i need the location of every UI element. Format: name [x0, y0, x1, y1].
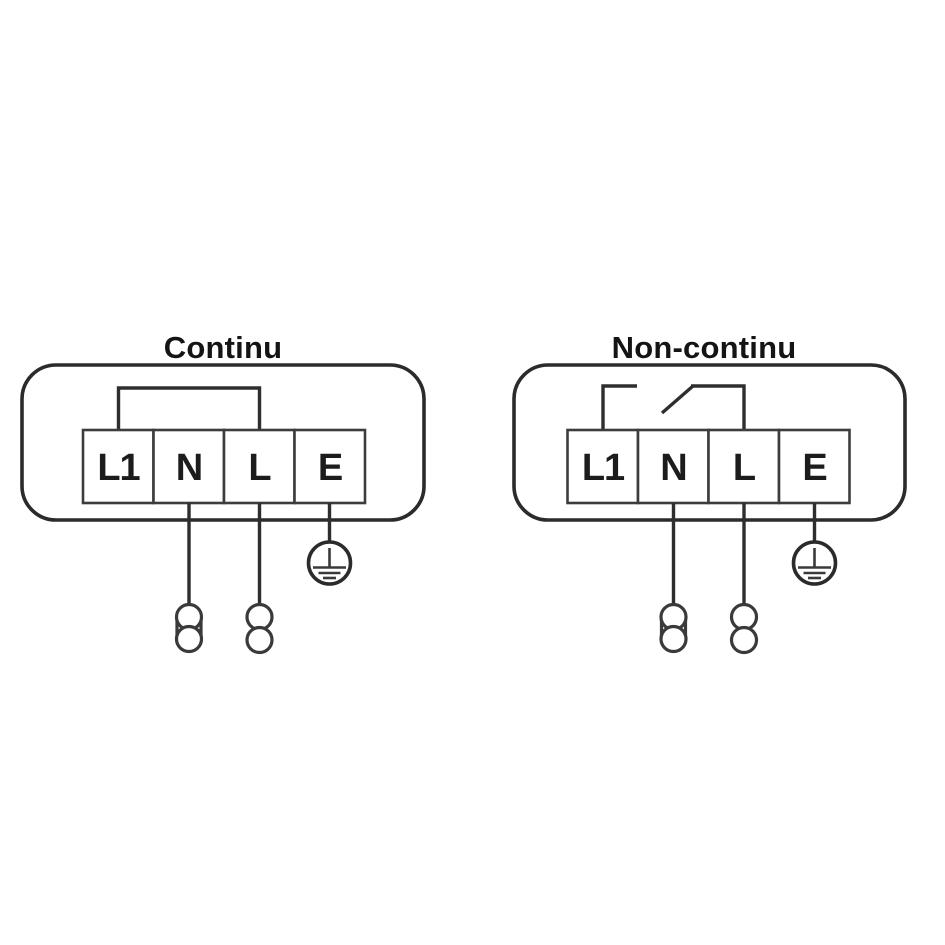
inline-linked-connector-l-continu[interactable] [245, 602, 274, 655]
terminal-label-l-continu: L [248, 447, 271, 489]
switch-right-pole-non-continu [691, 384, 746, 430]
terminal-cell-e-non-continu[interactable] [777, 428, 851, 505]
earth-ground-icon-continu [306, 540, 353, 586]
terminal-cell-e-continu[interactable] [293, 428, 367, 505]
terminal-label-e-continu: E [318, 447, 342, 489]
paired-capsule-connector-n-continu[interactable] [174, 602, 204, 654]
diagram-non-continu: L1 N L E [512, 363, 907, 655]
terminal-cell-l1-non-continu[interactable] [566, 428, 640, 505]
terminal-label-l1-continu: L1 [97, 447, 140, 489]
jumper-link-continu [116, 386, 262, 430]
earth-ground-icon-non-continu [791, 540, 838, 586]
paired-capsule-connector-n-non-continu[interactable] [659, 602, 688, 654]
terminal-label-l1-non-continu: L1 [582, 447, 625, 489]
terminal-label-e-non-continu: E [802, 447, 826, 489]
terminal-cell-n-continu[interactable] [152, 428, 226, 505]
inline-linked-connector-l-non-continu[interactable] [729, 602, 759, 655]
terminal-cell-n-non-continu[interactable] [636, 428, 710, 505]
switch-blade-non-continu [660, 384, 695, 415]
diagram-continu: L1 N L E [20, 363, 426, 655]
diagram-title-continu: Continu [163, 330, 283, 365]
terminal-label-n-continu: N [176, 447, 202, 489]
switch-left-pole-non-continu [601, 384, 637, 430]
terminal-label-n-non-continu: N [660, 447, 686, 489]
terminal-label-l-non-continu: L [733, 447, 756, 489]
diagram-title-non-continu: Non-continu [611, 330, 797, 365]
